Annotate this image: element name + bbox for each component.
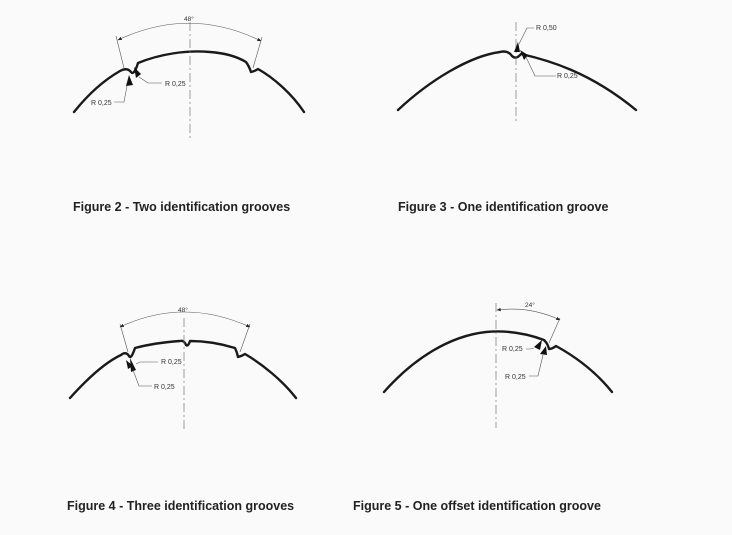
figure-5-drawing: 24° R 0,25 R 0,25 [382,301,614,428]
figure-4-extension-right [239,323,251,353]
figure-5-profile-arc [382,330,614,394]
figure-3-leader-top [518,27,534,45]
figure-4-label-radius-lower: R 0,25 [154,384,175,391]
figure-4-label-radius-upper: R 0,25 [161,359,182,366]
figure-4-extension-left [119,323,129,353]
figure-5-leader-upper [526,347,535,350]
figure-4-profile-arc [68,339,298,400]
figure-3-arrowhead-top [514,42,520,52]
figure-2-arrowhead-left [126,75,133,86]
figure-3-drawing: R 0,50 R 0,25 [396,22,638,122]
figure-3-caption: Figure 3 - One identification groove [398,200,609,214]
figure-5-label-radius-lower: R 0,25 [505,374,526,381]
figure-4-arrowhead-lower [130,358,136,372]
figure-5-angle-dimension [496,307,561,321]
figure-2-leader-right [138,76,162,84]
figure-2-drawing: 48° R 0,25 R 0,25 [72,15,306,138]
figure-2-angle-label: 48° [184,15,194,23]
figure-5-arrowhead-upper [534,340,542,350]
figure-4-angle-label: 48° [178,306,188,314]
figure-5-label-radius-upper: R 0,25 [502,346,523,353]
figure-2-leader-left [114,85,128,103]
figure-3-leader-bottom [525,56,556,77]
figure-4-caption: Figure 4 - Three identification grooves [67,499,295,513]
figure-2-profile-arc [72,50,306,114]
figure-5-caption: Figure 5 - One offset identification gro… [353,499,601,513]
figure-5-leader-lower [529,354,544,377]
figure-3-label-radius-top: R 0,50 [536,25,557,32]
figure-2-caption: Figure 2 - Two identification grooves [73,200,291,214]
figure-5-arrowhead-lower [540,346,547,355]
figure-3-profile-arc [396,50,638,112]
figure-4-leader-upper [135,361,158,365]
figure-2-label-radius-right: R 0,25 [165,81,186,88]
figure-3-label-radius-bottom: R 0,25 [557,73,578,80]
figure-2-extension-left [115,35,125,69]
figure-5-angle-label: 24° [525,301,535,309]
figure-2-angle-dimension [117,23,262,42]
figure-4-angle-dimension [119,311,251,328]
figure-4-leader-lower [132,369,152,387]
figure-5-extension [548,317,561,344]
figure-2-arrowhead-right [134,67,141,78]
figure-4-drawing: 48° R 0,25 R 0,25 [68,306,298,430]
figure-2-extension-right [252,36,263,69]
figure-2-label-radius-left: R 0,25 [91,100,112,107]
